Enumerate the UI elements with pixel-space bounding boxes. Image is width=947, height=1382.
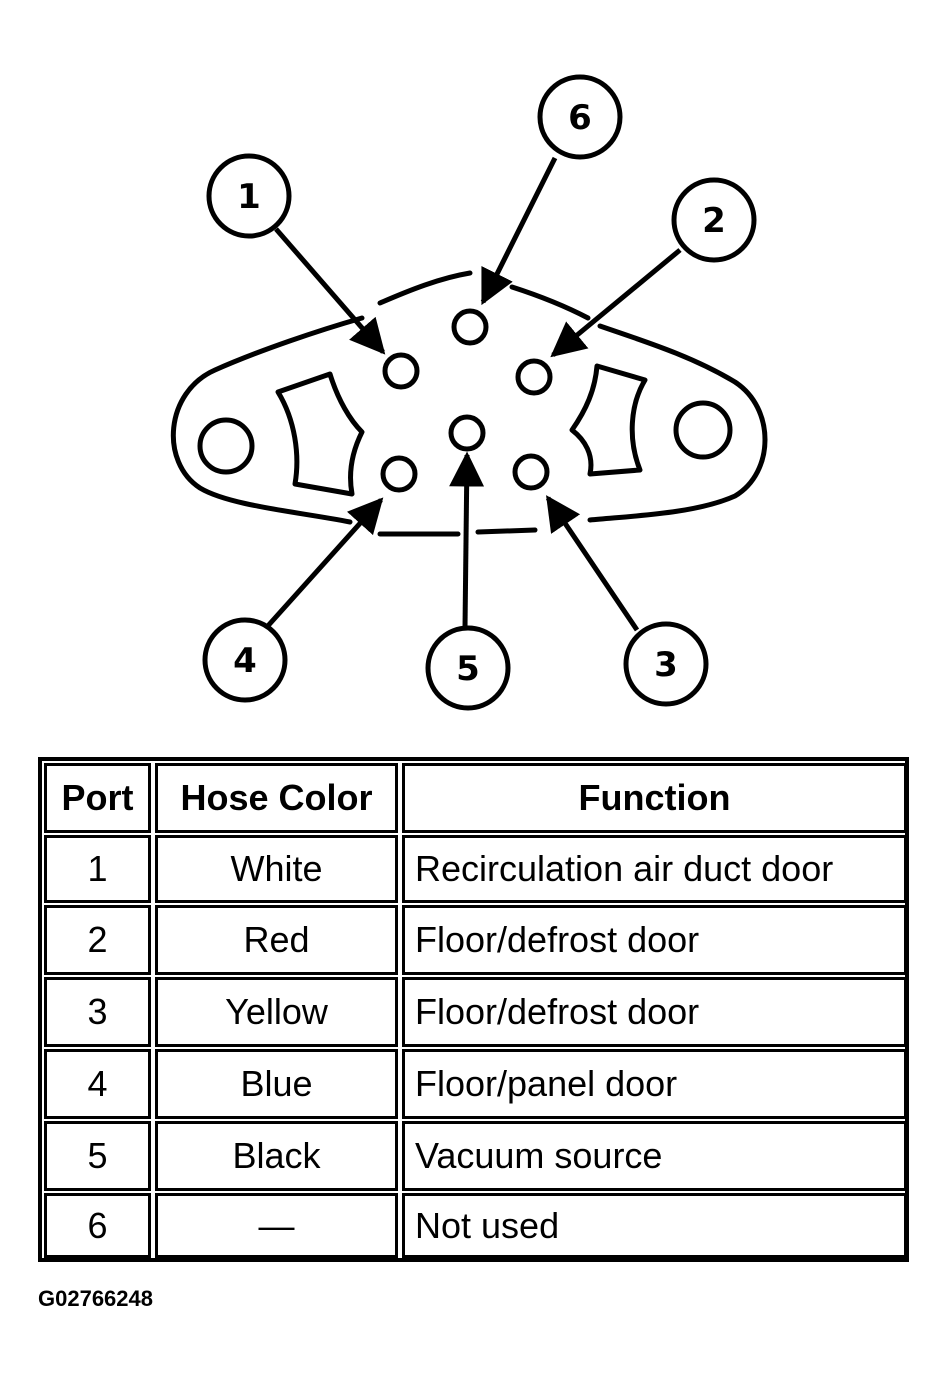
leader-arrows bbox=[264, 156, 682, 632]
vacuum-ports bbox=[380, 308, 553, 493]
cell-port: 1 bbox=[44, 835, 151, 903]
header-port: Port bbox=[44, 763, 151, 833]
cell-hose-color: Yellow bbox=[155, 977, 398, 1047]
arrow-5 bbox=[449, 451, 485, 629]
callout-5-number: 5 bbox=[456, 649, 480, 689]
callout-1: 1 bbox=[206, 153, 292, 239]
cell-hose-color: — bbox=[155, 1193, 398, 1258]
callout-6: 6 bbox=[537, 74, 623, 160]
port-1-hole bbox=[382, 352, 420, 390]
cell-function: Vacuum source bbox=[402, 1121, 907, 1191]
header-function: Function bbox=[402, 763, 907, 833]
cell-function: Recirculation air duct door bbox=[402, 835, 907, 903]
port-function-table: Port Hose Color Function 1 White Recircu… bbox=[38, 757, 909, 1262]
table-row: 6 — Not used bbox=[42, 1193, 907, 1258]
callout-3: 3 bbox=[623, 621, 709, 707]
cell-hose-color: Black bbox=[155, 1121, 398, 1191]
cell-hose-color: Red bbox=[155, 905, 398, 975]
header-hose-color: Hose Color bbox=[155, 763, 398, 833]
cell-port: 3 bbox=[44, 977, 151, 1047]
callout-5: 5 bbox=[425, 625, 511, 711]
left-mounting-hole bbox=[197, 417, 255, 475]
callout-1-number: 1 bbox=[237, 177, 261, 217]
callout-6-number: 6 bbox=[568, 98, 592, 138]
figure-id: G02766248 bbox=[38, 1286, 153, 1311]
table-row: 5 Black Vacuum source bbox=[42, 1121, 907, 1191]
arrow-1 bbox=[274, 227, 386, 355]
cell-hose-color: Blue bbox=[155, 1049, 398, 1119]
arrow-4 bbox=[264, 497, 384, 630]
cell-function: Not used bbox=[402, 1193, 907, 1258]
right-mounting-hole bbox=[673, 400, 733, 460]
callout-4: 4 bbox=[202, 617, 288, 703]
cell-function: Floor/panel door bbox=[402, 1049, 907, 1119]
port-6-hole bbox=[451, 308, 489, 346]
table-row: 3 Yellow Floor/defrost door bbox=[42, 977, 907, 1047]
arrow-3 bbox=[545, 495, 640, 632]
port-4-hole bbox=[380, 455, 418, 493]
arrow-2 bbox=[550, 248, 682, 358]
callout-4-number: 4 bbox=[233, 641, 257, 681]
left-cutout bbox=[275, 371, 365, 497]
arrow-6 bbox=[480, 156, 558, 306]
port-2-hole bbox=[515, 358, 553, 396]
port-3-hole bbox=[512, 453, 550, 491]
cell-port: 6 bbox=[44, 1193, 151, 1258]
right-cutout bbox=[569, 363, 648, 477]
cell-function: Floor/defrost door bbox=[402, 977, 907, 1047]
callout-2-number: 2 bbox=[702, 201, 726, 241]
callout-2: 2 bbox=[671, 177, 757, 263]
cell-hose-color: White bbox=[155, 835, 398, 903]
table-row: 4 Blue Floor/panel door bbox=[42, 1049, 907, 1119]
table-header-row: Port Hose Color Function bbox=[42, 763, 907, 833]
callout-3-number: 3 bbox=[654, 645, 678, 685]
cell-port: 4 bbox=[44, 1049, 151, 1119]
connector-body bbox=[170, 270, 768, 537]
port-5-hole bbox=[448, 414, 486, 452]
vacuum-connector-diagram: 1 6 2 4 5 3 bbox=[170, 74, 768, 711]
cell-function: Floor/defrost door bbox=[402, 905, 907, 975]
cell-port: 2 bbox=[44, 905, 151, 975]
table-row: 1 White Recirculation air duct door bbox=[42, 835, 907, 903]
table-row: 2 Red Floor/defrost door bbox=[42, 905, 907, 975]
cell-port: 5 bbox=[44, 1121, 151, 1191]
